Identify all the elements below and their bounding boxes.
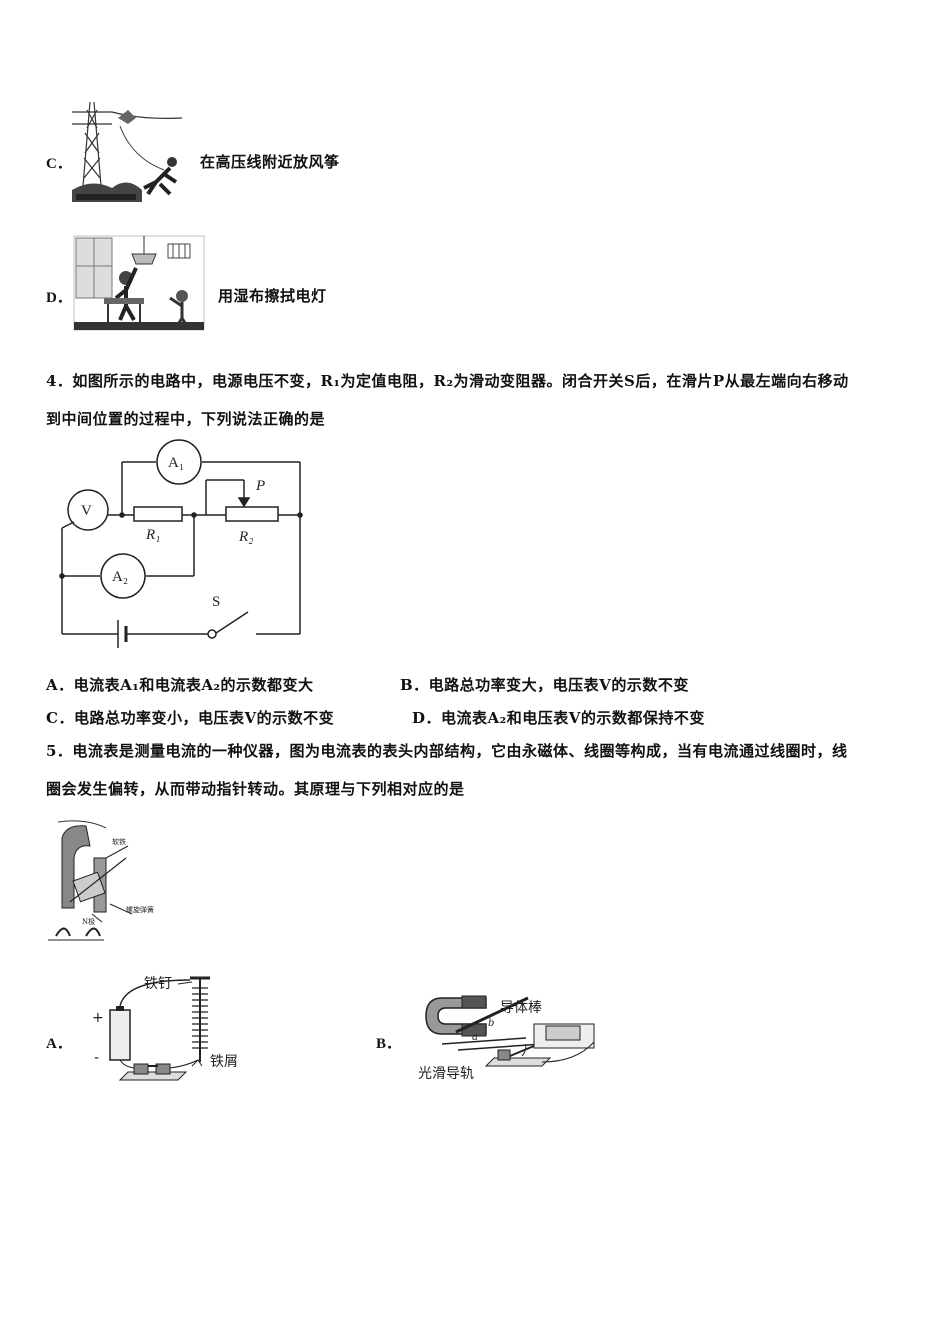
option-d-letter: D． [46, 290, 72, 306]
spring-label: 螺旋弹簧 [126, 905, 154, 914]
iron-nail-label: 铁钉 [144, 976, 172, 992]
plus-sign: + [92, 1010, 104, 1026]
option-c-text: 在高压线附近放风筝 [200, 153, 340, 171]
s-label: S [212, 594, 220, 610]
circuit-diagram: A₁ V A₂ R₁ R₂ P S [59, 439, 303, 648]
q4-stem-line1: 4．如图所示的电路中，电源电压不变，R₁为定值电阻，R₂为滑动变阻器。闭合开关S… [46, 372, 849, 390]
electromagnet-image: + - 铁钉 铁屑 [92, 976, 238, 1081]
a2-label: A₂ [112, 569, 128, 585]
q4-option-d: D．电流表A₂和电压表V的示数都保持不变 [412, 709, 705, 727]
v-label: V [81, 503, 92, 519]
option-c-letter: C． [46, 156, 72, 172]
q5-stem-line1: 5．电流表是测量电流的一种仪器，图为电流表的表头内部结构，它由永磁体、线圈等构成… [46, 742, 848, 760]
point-a-label: a [472, 1032, 478, 1043]
option-d-text: 用湿布擦拭电灯 [218, 287, 327, 305]
ammeter-a2 [100, 553, 146, 599]
q4-option-c: C．电路总功率变小，电压表V的示数不变 [46, 709, 335, 727]
smooth-rail-label: 光滑导轨 [418, 1065, 474, 1082]
iron-filings-label: 铁屑 [210, 1054, 238, 1070]
point-b-label: b [488, 1018, 494, 1029]
kite-near-powerline-image [72, 101, 183, 202]
q5-stem-line2: 圈会发生偏转，从而带动指针转动。其原理与下列相对应的是 [46, 780, 465, 798]
conductor-rod-label: 导体棒 [500, 1000, 542, 1016]
iron-label: 软铁 [112, 837, 126, 846]
voltmeter [67, 489, 109, 531]
conductor-rod-magnet-image: 导体棒 a b 光滑导轨 [418, 995, 595, 1082]
q4-option-a: A．电流表A₁和电流表A₂的示数都变大 [46, 676, 314, 694]
pole-label: N极 [82, 917, 95, 926]
q5-option-b-letter: B． [376, 1036, 402, 1052]
minus-sign: - [94, 1050, 99, 1066]
r1-label: R₁ [145, 527, 160, 543]
q5-option-a-letter: A． [46, 1036, 72, 1052]
wipe-lamp-wet-cloth-image [73, 235, 205, 331]
r2-label: R₂ [238, 529, 253, 545]
q4-stem-line2: 到中间位置的过程中，下列说法正确的是 [46, 410, 326, 428]
ammeter-internal-structure-image: 软铁 螺旋弹簧 N极 [48, 820, 154, 941]
a1-label: A₁ [168, 455, 184, 471]
p-label: P [255, 478, 265, 494]
q4-option-b: B．电路总功率变大，电压表V的示数不变 [400, 676, 689, 694]
ammeter-a1 [156, 439, 202, 485]
